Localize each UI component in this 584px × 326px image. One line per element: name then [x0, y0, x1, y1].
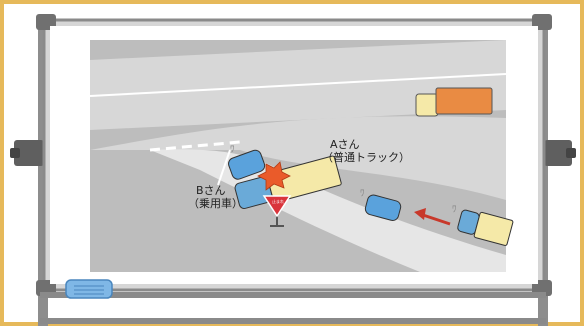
motion-marks: ﾜ ﾜ ﾜ: [230, 145, 457, 215]
a-name-label: Aさん: [330, 138, 360, 151]
car-middle: [364, 194, 402, 221]
svg-text:ﾜ: ﾜ: [452, 205, 457, 215]
svg-text:ﾜ: ﾜ: [230, 145, 235, 155]
direction-arrow: [414, 208, 451, 226]
collision-icon: [257, 161, 291, 191]
b-name-label: Bさん: [196, 184, 226, 197]
stop-sign-text: 止まれ: [272, 198, 284, 204]
road-map: [89, 40, 507, 272]
svg-text:ﾜ: ﾜ: [360, 189, 365, 199]
car-b: [228, 149, 266, 180]
eraser: [65, 279, 113, 299]
b-vehicle-label: （乗用車）: [188, 197, 243, 210]
truck-right: [457, 209, 514, 246]
truck-a: [234, 155, 342, 209]
stop-sign: 止まれ: [262, 195, 292, 227]
far-truck: [415, 87, 493, 117]
a-vehicle-label: （普通トラック）: [322, 151, 410, 164]
